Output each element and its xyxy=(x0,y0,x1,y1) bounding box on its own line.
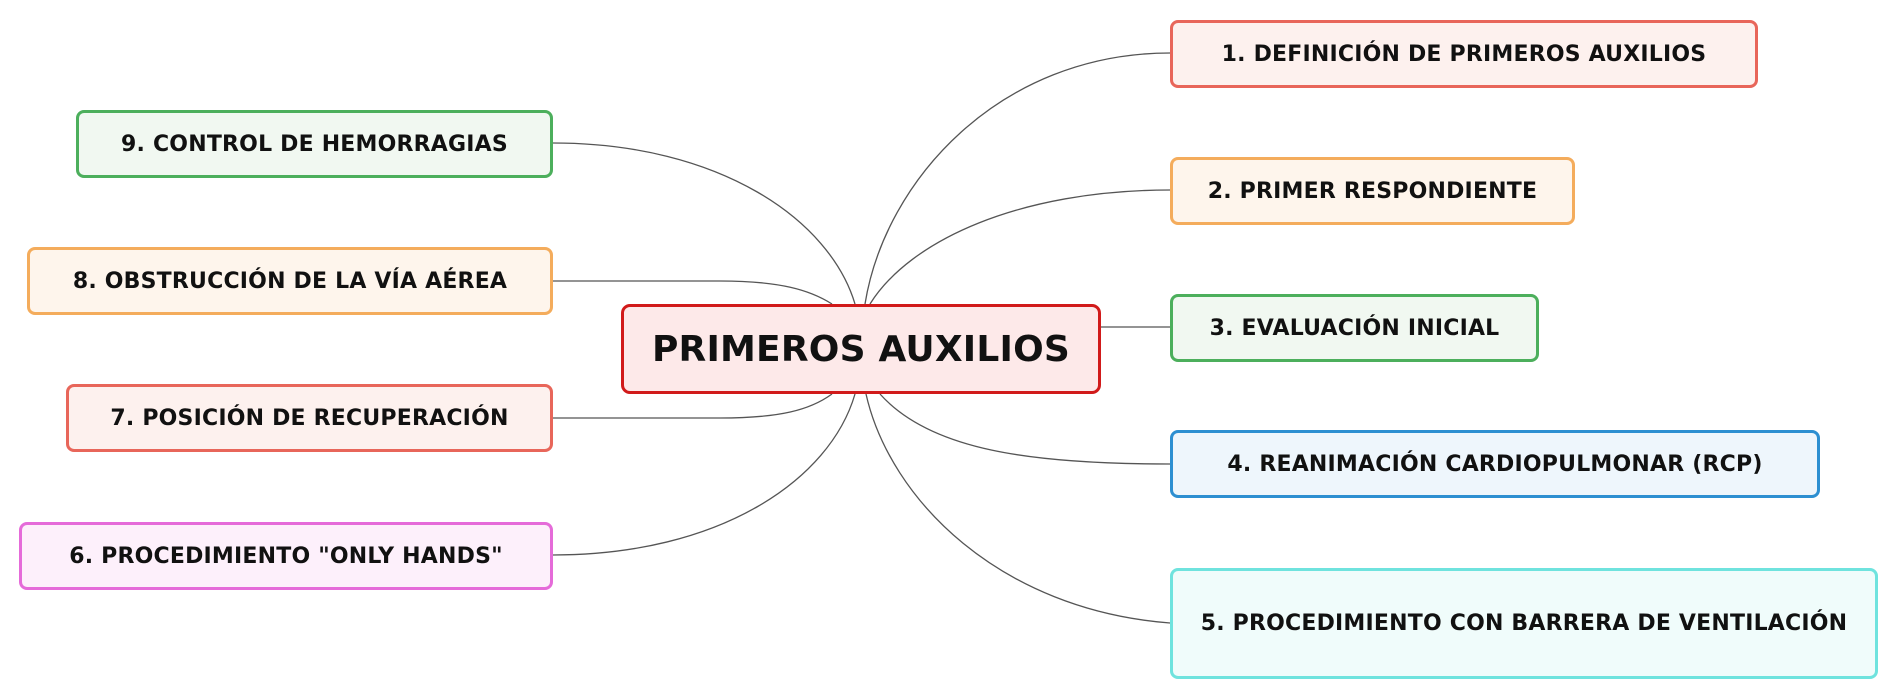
topic-control-hemorragias[interactable]: 9. CONTROL DE HEMORRAGIAS xyxy=(76,110,553,178)
topic-definicion[interactable]: 1. DEFINICIÓN DE PRIMEROS AUXILIOS xyxy=(1170,20,1758,88)
topic-barrera-ventilacion[interactable]: 5. PROCEDIMIENTO CON BARRERA DE VENTILAC… xyxy=(1170,568,1878,679)
topic-posicion-recuperacion[interactable]: 7. POSICIÓN DE RECUPERACIÓN xyxy=(66,384,553,452)
connector-6 xyxy=(552,393,856,556)
connector-1 xyxy=(864,52,1171,305)
topic-only-hands[interactable]: 6. PROCEDIMIENTO "ONLY HANDS" xyxy=(19,522,553,590)
connector-7 xyxy=(553,393,833,419)
topic-obstruccion-via-aerea[interactable]: 8. OBSTRUCCIÓN DE LA VÍA AÉREA xyxy=(27,247,553,315)
connector-9 xyxy=(552,142,856,305)
connector-5 xyxy=(865,393,1171,624)
connector-8 xyxy=(553,280,833,305)
central-topic[interactable]: PRIMEROS AUXILIOS xyxy=(621,304,1101,394)
connector-4 xyxy=(879,393,1171,465)
topic-evaluacion-inicial[interactable]: 3. EVALUACIÓN INICIAL xyxy=(1170,294,1539,362)
topic-primer-respondiente[interactable]: 2. PRIMER RESPONDIENTE xyxy=(1170,157,1575,225)
connector-2 xyxy=(869,189,1171,305)
topic-rcp[interactable]: 4. REANIMACIÓN CARDIOPULMONAR (RCP) xyxy=(1170,430,1820,498)
